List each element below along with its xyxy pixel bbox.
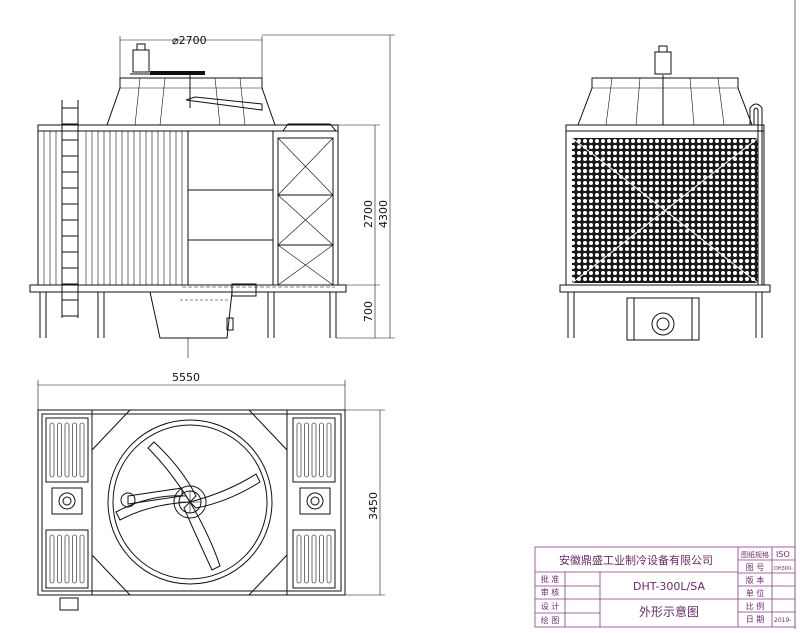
fan-ring-inner	[112, 424, 268, 580]
fan-hub	[173, 485, 207, 519]
basin-rim	[29, 284, 347, 293]
outlet-box	[626, 297, 700, 341]
plan-motor-pulley	[120, 492, 136, 508]
outlet-pipe	[651, 312, 675, 336]
access-frame	[187, 130, 274, 286]
field-sheet-size: 图纸规格	[741, 550, 769, 559]
row-review: 审 核	[541, 587, 560, 597]
panel-ribs	[43, 131, 183, 285]
right-louver-panels	[292, 417, 336, 589]
title-block: 安徽鼎盛工业制冷设备有限公司 DHT-300L/SA 外形示意图 批 准 审 核…	[534, 546, 796, 628]
field-scale: 比 例	[746, 601, 765, 611]
basin-sump	[149, 291, 233, 339]
side-motor	[654, 51, 672, 75]
value-drawing-no: DH300-	[774, 566, 793, 572]
side-fan-stack	[577, 77, 753, 126]
field-unit: 单 位	[746, 588, 765, 598]
fan-deck	[91, 409, 288, 596]
company-name: 安徽鼎盛工业制冷设备有限公司	[559, 553, 713, 567]
fan-blade-1	[147, 441, 197, 503]
plan-width-label: 5550	[172, 371, 200, 384]
fan-blade	[185, 96, 263, 111]
leg-height-label: 700	[362, 301, 375, 322]
fan-blade-3	[183, 501, 221, 571]
front-elevation: ⌀2700	[29, 34, 395, 358]
left-sump-box	[51, 487, 83, 515]
total-height-label: 4300	[377, 200, 390, 228]
value-sheet-size: ISO	[776, 550, 790, 559]
right-sump-box	[299, 487, 331, 515]
row-draw: 绘 图	[541, 615, 560, 625]
row-approve: 批 准	[541, 574, 560, 584]
plan-belt	[127, 487, 183, 505]
field-drawing-no: 图 号	[746, 563, 765, 572]
plan-ladder	[59, 597, 79, 611]
louver-frame	[277, 137, 334, 286]
value-date: 2019-	[774, 617, 791, 624]
fan-blade-2	[189, 473, 261, 509]
plan-depth-label: 3450	[367, 492, 380, 520]
side-basin-rim	[559, 284, 771, 293]
fan-stack	[106, 77, 276, 126]
top-diameter-label: ⌀2700	[172, 34, 207, 47]
left-louver-panels	[45, 417, 89, 589]
motor	[132, 49, 150, 73]
row-design: 设 计	[541, 601, 560, 611]
field-version: 版 本	[746, 575, 765, 585]
side-pipe	[749, 103, 763, 285]
plan-view: 5550 3450	[37, 371, 385, 611]
support-legs	[39, 292, 337, 338]
fan-ring-outer	[107, 419, 273, 585]
side-elevation	[559, 45, 771, 341]
field-date: 日 期	[746, 615, 765, 624]
drawing-name: 外形示意图	[639, 604, 699, 619]
drive-belt	[150, 71, 205, 75]
model-number: DHT-300L/SA	[633, 580, 705, 593]
main-height-label: 2700	[362, 200, 375, 228]
ladder	[61, 100, 79, 318]
fan-blade-4	[115, 495, 191, 521]
